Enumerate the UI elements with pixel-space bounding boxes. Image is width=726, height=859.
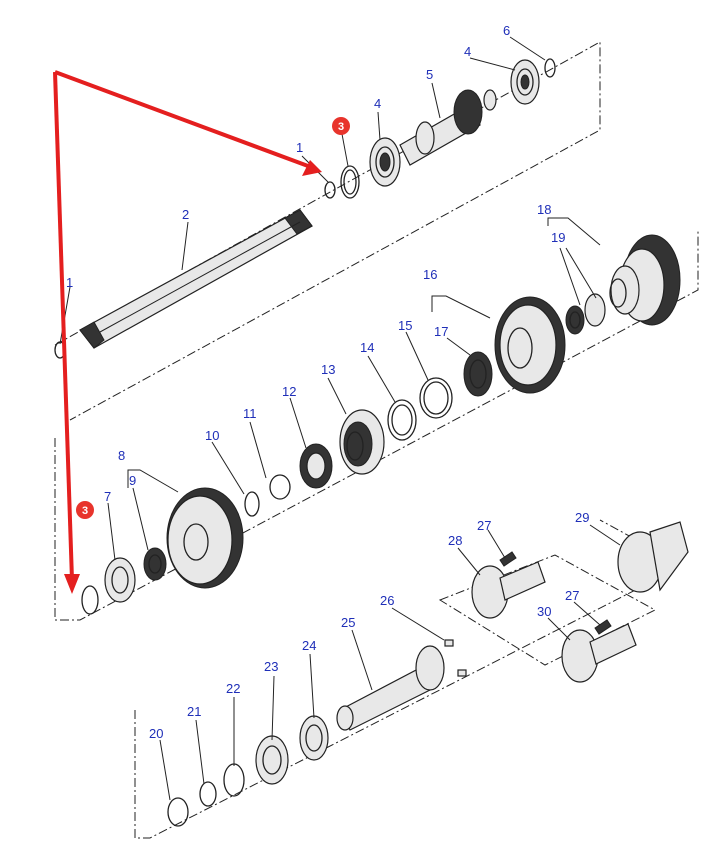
part-3-ring — [340, 165, 360, 199]
part-4-bearing-upper — [369, 137, 401, 187]
part-2-shaft — [79, 209, 313, 349]
part-18-gear — [609, 234, 681, 326]
label-part-4-right: 4 — [464, 44, 471, 59]
callout-badge-top: 3 — [332, 117, 350, 135]
label-part-6: 6 — [503, 23, 510, 38]
label-part-8: 8 — [118, 448, 125, 463]
label-part-27-upper: 27 — [477, 518, 491, 533]
part-12-hub — [299, 443, 333, 489]
arrowhead-top — [302, 160, 322, 176]
label-part-2: 2 — [182, 207, 189, 222]
part-1-small-ring — [324, 181, 336, 199]
part-23-bearing — [255, 735, 289, 785]
svg-text:3: 3 — [82, 505, 88, 517]
part-3-ring-left — [81, 585, 99, 615]
callout-badge-left: 3 — [76, 501, 94, 519]
label-part-12: 12 — [282, 384, 296, 399]
arrow-to-part-3-left — [53, 71, 74, 581]
part-29-housing — [617, 521, 689, 593]
leader-lines — [59, 36, 621, 801]
part-8-gear — [166, 487, 244, 589]
part-27-bolt-upper — [499, 551, 517, 567]
label-part-11: 11 — [243, 406, 257, 421]
label-part-27-lower: 27 — [565, 588, 579, 603]
red-callout-arrows — [53, 70, 322, 594]
label-part-23: 23 — [264, 659, 278, 674]
part-10-snap-ring — [244, 491, 260, 517]
label-part-1-left: 1 — [66, 275, 73, 290]
label-part-9: 9 — [129, 473, 136, 488]
part-26-pins — [444, 639, 467, 677]
part-5-pinion-shaft — [399, 89, 497, 166]
part-11-ring — [269, 474, 291, 500]
arrowhead-left — [64, 574, 80, 594]
label-part-16: 16 — [423, 267, 437, 282]
label-part-10: 10 — [205, 428, 219, 443]
part-22-ring — [223, 763, 245, 797]
part-14-ring — [387, 399, 417, 441]
part-30-flange — [561, 623, 637, 683]
part-13-synchronizer — [339, 409, 385, 475]
label-part-19: 19 — [551, 230, 565, 245]
frame-middle — [54, 230, 699, 621]
part-4-bearing-right — [510, 59, 540, 105]
label-part-4-upper: 4 — [374, 96, 381, 111]
part-9-needle-bearing — [143, 547, 167, 581]
frame-upper — [54, 41, 601, 421]
part-17-needle-bearing — [463, 351, 493, 397]
part-24-seal — [299, 715, 329, 761]
label-part-7: 7 — [104, 489, 111, 504]
part-15-ring — [419, 377, 453, 419]
label-part-15: 15 — [398, 318, 412, 333]
label-part-29: 29 — [575, 510, 589, 525]
label-part-13: 13 — [321, 362, 335, 377]
label-part-26: 26 — [380, 593, 394, 608]
label-part-24: 24 — [302, 638, 316, 653]
part-16-gear — [494, 296, 566, 394]
part-19-needle-bearing — [565, 293, 606, 335]
label-part-25: 25 — [341, 615, 355, 630]
part-6-ring — [544, 58, 556, 78]
arrow-to-part-3-top — [54, 70, 309, 168]
part-27-bolt-lower — [594, 619, 612, 635]
label-part-30: 30 — [537, 604, 551, 619]
part-28-flange — [471, 561, 546, 619]
label-part-28: 28 — [448, 533, 462, 548]
label-part-22: 22 — [226, 681, 240, 696]
part-25-output-shaft — [336, 645, 445, 731]
label-part-5: 5 — [426, 67, 433, 82]
label-part-21: 21 — [187, 704, 201, 719]
label-part-17: 17 — [434, 324, 448, 339]
label-part-18: 18 — [537, 202, 551, 217]
part-20-ring — [167, 797, 189, 827]
label-part-1-top: 1 — [296, 140, 303, 155]
label-part-20: 20 — [149, 726, 163, 741]
svg-text:3: 3 — [338, 121, 344, 133]
label-part-14: 14 — [360, 340, 374, 355]
part-7-bearing — [104, 557, 136, 603]
part-21-ring — [199, 781, 217, 807]
